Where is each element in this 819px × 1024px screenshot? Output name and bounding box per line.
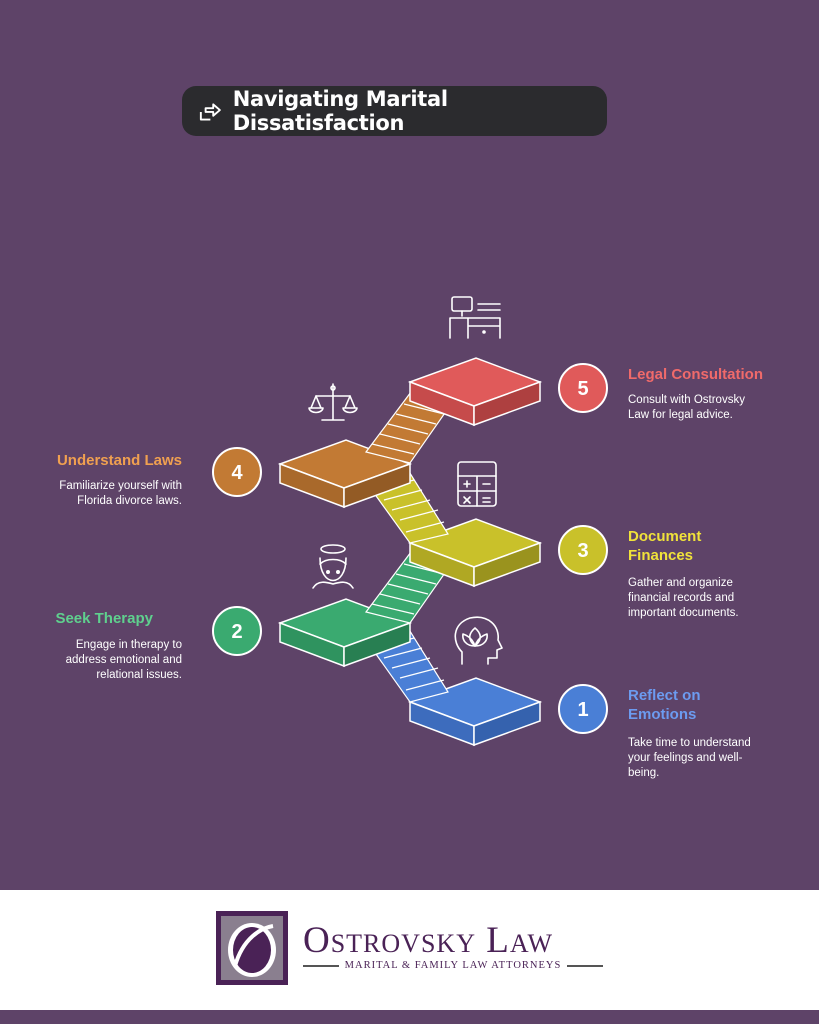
step-2-description: Engage in therapy to address emotional a… (65, 639, 182, 681)
staircase-diagram: .line { fill: none; stroke: #ffffff; str… (212, 296, 608, 747)
calculator-icon (457, 461, 497, 507)
direction-arrow-icon (199, 103, 221, 121)
office-desk-icon (449, 296, 501, 339)
brand-name: Ostrovsky Law (303, 920, 554, 961)
step-badge-5: 5 (558, 363, 608, 413)
step-1-label: Reflect on Emotions (628, 687, 701, 723)
platform-3 (407, 518, 543, 588)
step-5-label: Legal Consultation (628, 366, 763, 383)
footer (0, 890, 819, 1010)
head-lotus-icon (454, 616, 503, 665)
step-3-label: Document Finances (628, 528, 702, 564)
step-number: 1 (577, 699, 588, 721)
step-badge-2: 2 (212, 606, 262, 656)
step-badge-1: 1 (558, 684, 608, 734)
step-4-description: Familiarize yourself with Florida divorc… (59, 480, 182, 507)
step-number: 3 (577, 540, 588, 562)
step-badge-3: 3 (558, 525, 608, 575)
platform-1 (407, 677, 543, 747)
step-badge-4: 4 (212, 447, 262, 497)
brand-tagline: MARITAL & FAMILY LAW ATTORNEYS (303, 960, 604, 971)
step-1-description: Take time to understand your feelings an… (628, 737, 751, 779)
ostrovsky-logo-icon (216, 911, 288, 985)
footer-bottom-bar (0, 1010, 819, 1024)
step-3-description: Gather and organize financial records an… (628, 577, 739, 619)
step-4-label: Understand Laws (56, 452, 182, 469)
step-number: 2 (231, 621, 242, 643)
platform-5 (407, 357, 543, 427)
scales-icon (308, 383, 358, 421)
step-number: 4 (231, 462, 243, 484)
title-banner: Navigating Marital Dissatisfaction (182, 86, 607, 136)
step-2-label: Seek Therapy (55, 610, 153, 627)
step-5-description: Consult with Ostrovsky Law for legal adv… (628, 394, 745, 421)
therapist-icon (312, 544, 354, 589)
page-title: Navigating Marital Dissatisfaction (232, 87, 448, 135)
step-number: 5 (577, 378, 588, 400)
